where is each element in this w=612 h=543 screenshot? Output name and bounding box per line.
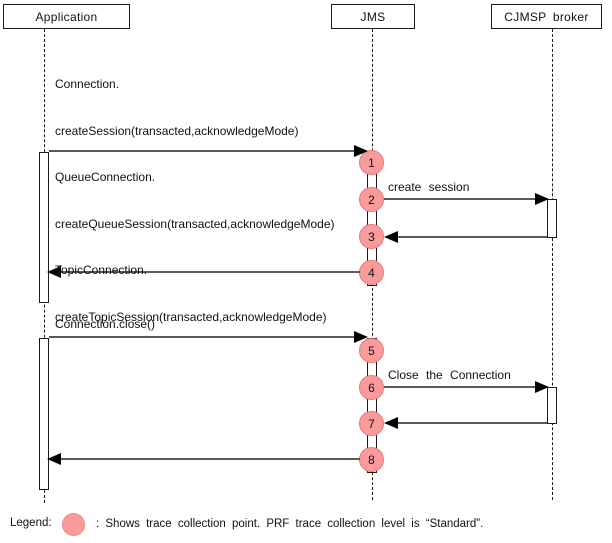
open-call-text-block: Connection. createSession(transacted,ack… — [55, 46, 335, 356]
broker-activation-1 — [547, 199, 557, 238]
trace-point-6-number: 6 — [368, 380, 375, 395]
trace-point-5-number: 5 — [368, 343, 375, 358]
trace-point-3-number: 3 — [368, 229, 375, 244]
application-activation-2 — [39, 338, 49, 490]
trace-point-legend-icon — [62, 513, 85, 536]
call-arrow-jms-to-broker-2 — [384, 381, 549, 393]
return-arrow-broker-to-jms-1 — [384, 231, 547, 243]
trace-point-8: 8 — [359, 447, 384, 472]
call-line-2: createSession(transacted,acknowledgeMode… — [55, 123, 299, 138]
trace-point-8-number: 8 — [368, 452, 375, 467]
call-arrow-app-to-jms-1 — [49, 145, 368, 157]
return-arrow-jms-to-app-1 — [47, 266, 360, 278]
close-call-text: Connection.close() — [55, 317, 156, 331]
trace-point-1: 1 — [359, 150, 384, 175]
actor-cjmsp-broker: CJMSP broker — [491, 4, 602, 29]
legend-label: Legend: — [10, 517, 52, 529]
return-arrow-jms-to-app-2 — [47, 453, 360, 465]
trace-point-7-number: 7 — [368, 416, 375, 431]
arrowhead-right-icon — [354, 331, 368, 343]
actor-cjmsp-broker-label: CJMSP broker — [504, 9, 589, 24]
create-session-label: create session — [388, 180, 470, 194]
trace-point-1-number: 1 — [368, 155, 375, 170]
actor-application-label: Application — [35, 9, 98, 24]
arrowhead-left-icon — [47, 453, 61, 465]
trace-point-7: 7 — [359, 411, 384, 436]
legend-text: : Shows trace collection point. PRF trac… — [96, 518, 484, 530]
actor-application: Application — [3, 4, 130, 29]
call-arrow-jms-to-broker-1 — [384, 193, 549, 205]
actor-jms-label: JMS — [360, 9, 386, 24]
arrowhead-left-icon — [47, 266, 61, 278]
call-line-6: createTopicSession(transacted,acknowledg… — [55, 309, 327, 324]
call-line-3: QueueConnection. — [55, 170, 156, 184]
call-line-1: Connection. — [55, 77, 120, 91]
broker-activation-2 — [547, 387, 557, 424]
close-connection-label: Close the Connection — [388, 368, 511, 382]
trace-point-6: 6 — [359, 375, 384, 400]
trace-point-5: 5 — [359, 338, 384, 363]
arrowhead-right-icon — [535, 193, 549, 205]
application-activation-1 — [39, 152, 49, 303]
cjmsp-broker-lifeline — [552, 29, 553, 500]
trace-point-2-number: 2 — [368, 192, 375, 207]
call-arrow-app-to-jms-2 — [49, 331, 368, 343]
arrowhead-left-icon — [384, 231, 398, 243]
return-arrow-broker-to-jms-2 — [384, 417, 547, 429]
trace-point-4: 4 — [359, 260, 384, 285]
call-line-4: createQueueSession(transacted,acknowledg… — [55, 216, 335, 231]
actor-jms: JMS — [331, 4, 415, 29]
arrowhead-right-icon — [354, 145, 368, 157]
call-line-5: TopicConnection. — [55, 263, 148, 277]
trace-point-4-number: 4 — [368, 265, 375, 280]
arrowhead-right-icon — [535, 381, 549, 393]
trace-point-3: 3 — [359, 224, 384, 249]
arrowhead-left-icon — [384, 417, 398, 429]
trace-point-2: 2 — [359, 187, 384, 212]
